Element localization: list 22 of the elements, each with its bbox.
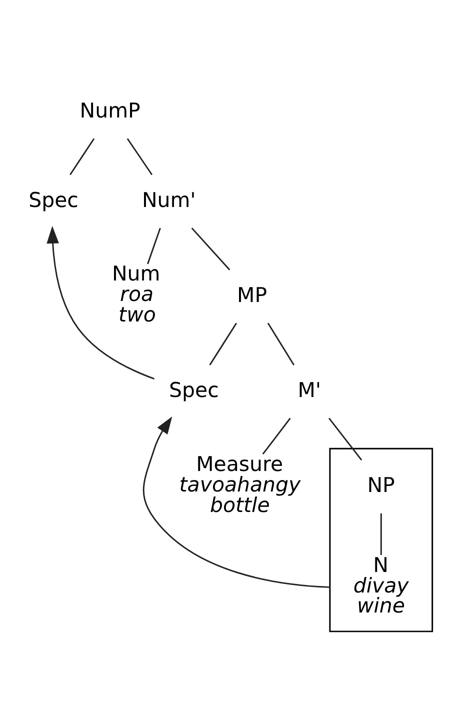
connector — [126, 138, 153, 175]
node-text: Num' — [142, 187, 196, 212]
connector — [147, 227, 161, 264]
node-text: NP — [367, 472, 395, 497]
node-text: Spec — [169, 377, 219, 402]
connector — [262, 417, 291, 454]
node-text: MP — [237, 282, 268, 306]
connector — [380, 512, 382, 554]
arrow — [142, 416, 330, 588]
node-text: N divay wine — [353, 552, 409, 618]
connector — [209, 322, 238, 365]
node-text: M' — [298, 377, 322, 402]
connector — [328, 417, 362, 460]
connector — [191, 227, 230, 270]
cluster — [329, 447, 434, 632]
node-text: Measure tavoahangy bottle — [179, 451, 301, 516]
node-text: Spec — [28, 187, 78, 212]
connector — [267, 322, 294, 365]
node-text: NumP — [80, 98, 140, 122]
arrow — [46, 225, 154, 379]
node-text: Num roa two — [112, 261, 160, 326]
connector — [70, 138, 95, 175]
